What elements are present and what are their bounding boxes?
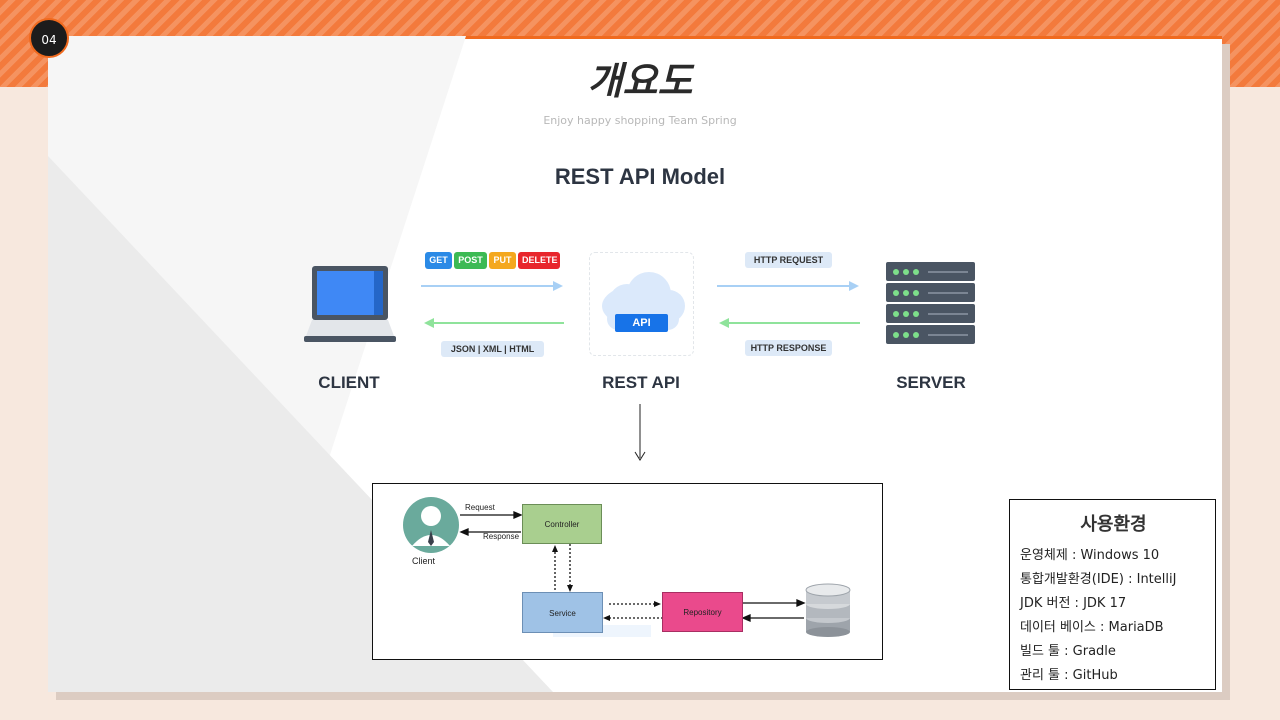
layered-architecture-diagram: Client Request Response Controller Servi…: [372, 483, 883, 660]
slide-number-badge: 04: [29, 18, 69, 58]
env-database: 데이터 베이스 : MariaDB: [1020, 620, 1164, 635]
page-title: 개요도: [587, 59, 693, 103]
client-avatar-icon: [403, 497, 459, 553]
laptop-icon: [304, 266, 396, 342]
http-response-chip: HTTP RESPONSE: [745, 340, 832, 356]
env-os: 운영체제 : Windows 10: [1020, 548, 1160, 563]
layer-request-label: Request: [465, 503, 495, 512]
server-label: SERVER: [896, 373, 966, 392]
api-badge: API: [615, 314, 668, 332]
rest-api-frame: [589, 252, 694, 356]
diagram-title: REST API Model: [554, 164, 726, 189]
layer-response-label: Response: [483, 532, 520, 541]
environment-panel: 사용환경 운영체제 : Windows 10 통합개발환경(IDE) : Int…: [1009, 499, 1216, 690]
env-build-tool: 빌드 툴 : Gradle: [1020, 644, 1116, 659]
method-post-pill: POST: [454, 252, 487, 269]
client-label: CLIENT: [318, 373, 380, 392]
database-icon: [805, 583, 851, 637]
layer-client-label: Client: [412, 556, 436, 566]
repository-box: Repository: [662, 592, 743, 632]
accent-line: [48, 36, 1222, 39]
env-vcs-tool: 관리 툴 : GitHub: [1020, 668, 1118, 683]
service-box: Service: [522, 592, 603, 633]
rest-api-label: REST API: [602, 373, 680, 392]
formats-chip: JSON | XML | HTML: [441, 341, 544, 357]
method-get-pill: GET: [425, 252, 452, 269]
controller-box: Controller: [522, 504, 602, 544]
env-ide: 통합개발환경(IDE) : IntelliJ: [1020, 572, 1177, 587]
page-subtitle: Enjoy happy shopping Team Spring: [543, 114, 737, 127]
method-put-pill: PUT: [489, 252, 516, 269]
method-delete-pill: DELETE: [518, 252, 560, 269]
env-jdk: JDK 버전 : JDK 17: [1020, 596, 1127, 611]
environment-title: 사용환경: [1080, 514, 1147, 535]
server-icon: [886, 262, 975, 344]
http-request-chip: HTTP REQUEST: [745, 252, 832, 268]
